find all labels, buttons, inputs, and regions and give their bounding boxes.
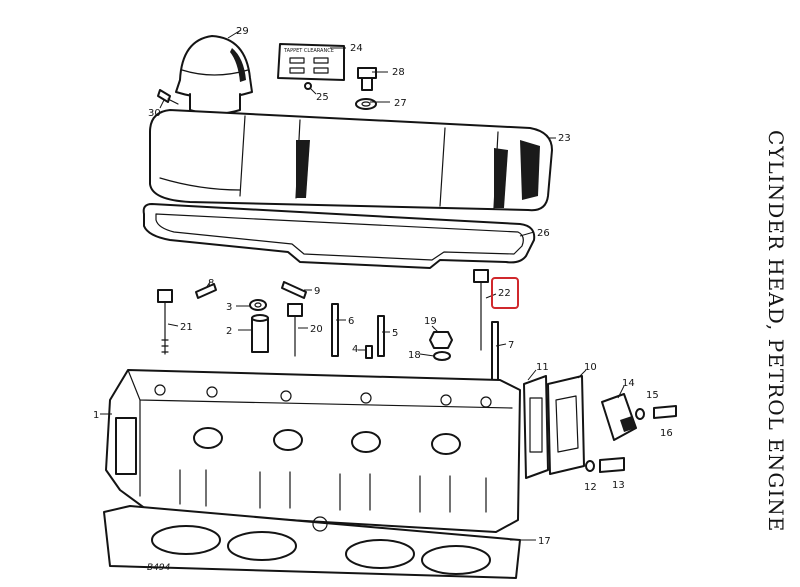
callout-22: 22 [498, 288, 511, 299]
long-stud-22 [473, 269, 489, 351]
callout-24: 24 [350, 43, 363, 54]
callout-28: 28 [392, 67, 405, 78]
callout-10: 10 [584, 362, 597, 373]
callout-21: 21 [180, 322, 193, 333]
callout-25: 25 [316, 92, 329, 103]
callout-5: 5 [392, 328, 398, 339]
spacer-2 [251, 314, 269, 353]
callout-27: 27 [394, 98, 407, 109]
cap-nut [357, 67, 377, 91]
bolt-13 [599, 457, 625, 473]
callout-4: 4 [352, 344, 358, 355]
plate-number: B494 [147, 563, 171, 573]
part-22-highlight-box [491, 277, 519, 309]
callout-17: 17 [538, 536, 551, 547]
callout-15: 15 [646, 390, 659, 401]
washer-12 [585, 460, 595, 472]
plate-text: TAPPET CLEARANCE [283, 48, 334, 54]
thermostat-housing [601, 393, 637, 441]
callout-11: 11 [536, 362, 549, 373]
callout-19: 19 [424, 316, 437, 327]
callout-23: 23 [558, 133, 571, 144]
washer-3 [249, 299, 267, 311]
callout-9: 9 [314, 286, 320, 297]
callout-16: 16 [660, 428, 673, 439]
nut-19 [429, 331, 453, 349]
callout-26: 26 [537, 228, 550, 239]
cylinder-head [105, 369, 521, 533]
stud-5 [377, 315, 385, 357]
callout-numbers: 29 24 28 27 25 30 23 26 21 8 3 2 9 20 6 … [93, 26, 673, 547]
page-title: CYLINDER HEAD, PETROL ENGINE [764, 130, 788, 533]
bolt-16 [653, 405, 677, 419]
dowel-4 [365, 345, 373, 359]
rocker-cover-gasket [142, 203, 536, 269]
stud-9 [281, 281, 307, 299]
oil-filler-cap [175, 35, 253, 115]
callout-leaders [100, 29, 625, 541]
bolt-20 [287, 303, 303, 357]
rocker-shaft-stud [195, 283, 217, 299]
callout-8: 8 [208, 278, 214, 289]
sealing-washer [355, 98, 377, 110]
callout-12: 12 [584, 482, 597, 493]
head-bolt [157, 289, 173, 355]
head-gasket [103, 505, 521, 579]
callout-18: 18 [408, 350, 421, 361]
callout-1: 1 [93, 410, 99, 421]
callout-3: 3 [226, 302, 232, 313]
callout-7: 7 [508, 340, 514, 351]
callout-6: 6 [348, 316, 354, 327]
callout-14: 14 [622, 378, 635, 389]
callout-20: 20 [310, 324, 323, 335]
washer-15 [635, 408, 645, 420]
water-outlet-elbow [547, 375, 585, 475]
plate-screw [304, 82, 312, 90]
washer-18 [433, 351, 451, 361]
callout-13: 13 [612, 480, 625, 491]
callout-29: 29 [236, 26, 249, 37]
rocker-cover [149, 109, 553, 212]
stud-7 [491, 321, 499, 385]
gasket-11 [523, 375, 549, 479]
tappet-clearance-plate: TAPPET CLEARANCE [277, 43, 345, 81]
stud-6 [331, 303, 339, 357]
callout-2: 2 [226, 326, 232, 337]
callout-30: 30 [148, 108, 161, 119]
breather-bolt [157, 89, 179, 105]
